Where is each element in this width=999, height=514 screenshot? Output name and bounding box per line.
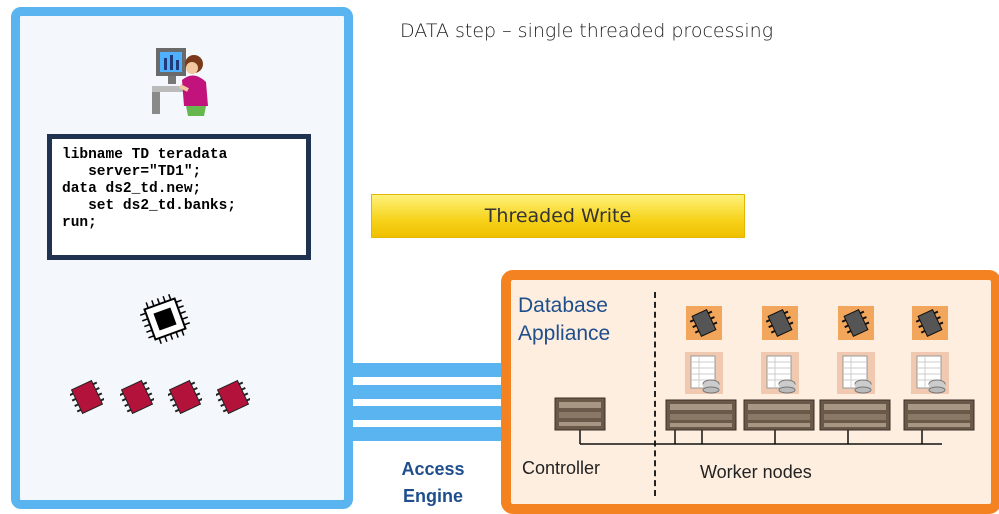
user-at-computer-icon [152, 48, 208, 116]
threaded-write-bar: Threaded Write [371, 194, 745, 238]
code-box: libname TD teradata server="TD1"; data d… [47, 134, 311, 260]
diagram-title: DATA step – single threaded processing [400, 20, 774, 42]
data-table-icon [685, 352, 723, 394]
server-icon [903, 399, 975, 431]
server-network [554, 397, 975, 445]
connector-bar [344, 363, 512, 377]
divider-line [654, 292, 656, 496]
memory-chip-icon [216, 379, 250, 415]
server-icon [554, 397, 606, 431]
controller-label: Controller [522, 458, 601, 478]
server-icon [819, 399, 891, 431]
database-appliance-label: Database Appliance [518, 294, 611, 345]
code-text: libname TD teradata server="TD1"; data d… [62, 147, 237, 231]
worker-nodes-label: Worker nodes [700, 462, 812, 482]
data-table-icon [761, 352, 799, 394]
memory-chip-icon [168, 379, 202, 415]
connector-bar [344, 385, 512, 399]
data-table-icon [911, 352, 949, 394]
server-icon [665, 399, 737, 431]
connector-bar [344, 406, 512, 420]
memory-chip-icon [120, 379, 154, 415]
cpu-icon [140, 294, 190, 344]
connector-bar [344, 427, 512, 441]
memory-chip-icon [762, 306, 798, 340]
access-engine-label: Access Engine [401, 459, 465, 506]
memory-chip-icon [838, 306, 874, 340]
server-icon [743, 399, 815, 431]
memory-chip-icon [912, 306, 948, 340]
memory-chip-icon [70, 379, 104, 415]
memory-chip-icon [686, 306, 722, 340]
data-table-icon [837, 352, 875, 394]
